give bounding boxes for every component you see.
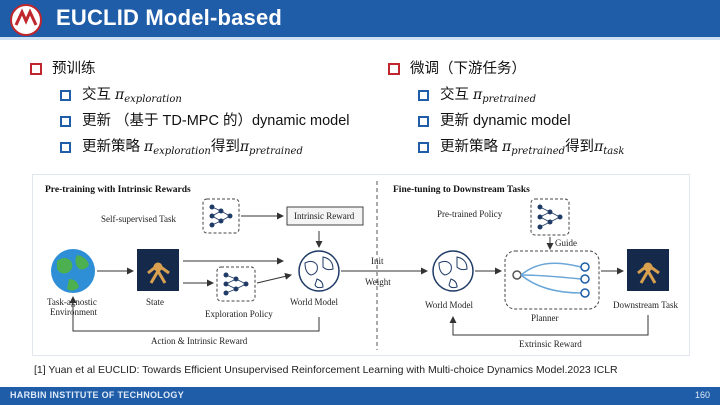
self-supervised-label: Self-supervised Task [101, 214, 176, 224]
exploration-policy-network-icon [216, 266, 256, 302]
item-text: 交互 [82, 87, 116, 103]
environment-label-line1: Task-agnostic [47, 297, 97, 307]
policy-symbol: πpretrained [239, 139, 303, 157]
citation: [1] Yuan et al EUCLID: Towards Efficient… [34, 364, 618, 376]
pretrain-item: 更新策略 πexploration得到πpretrained [30, 136, 360, 162]
neural-net-icon [209, 204, 233, 228]
finetune-item: 更新策略 πpretrained得到πtask [388, 136, 718, 162]
pretrain-section-title: Pre-training with Intrinsic Rewards [45, 185, 191, 195]
square-bullet-icon [418, 142, 429, 153]
hit-logo-icon [10, 4, 42, 36]
environment-label-line2: Environment [50, 307, 97, 317]
finetune-item: 更新 dynamic model [388, 110, 718, 136]
planner-box [504, 250, 600, 310]
euclid-framework-diagram: Pre-training with Intrinsic Rewards Fine… [32, 174, 690, 356]
pretrained-policy-label: Pre-trained Policy [437, 209, 503, 219]
downstream-task-label: Downstream Task [613, 300, 678, 310]
item-text: 交互 [440, 87, 474, 103]
pretrain-item: 交互 πexploration [30, 84, 360, 110]
feedback-arrow [69, 296, 320, 332]
institution-name: HARBIN INSTITUTE OF TECHNOLOGY [10, 390, 184, 400]
exploration-policy-label: Exploration Policy [205, 309, 273, 319]
world-model-icon [432, 250, 474, 292]
policy-symbol: πtask [594, 139, 625, 157]
neural-net-icon [223, 272, 249, 296]
arrow [256, 272, 292, 284]
pretrain-heading: 预训练 [30, 58, 360, 84]
globe-icon [51, 249, 95, 293]
item-tail: 得到 [565, 139, 595, 155]
policy-symbol: πpretrained [473, 87, 537, 105]
pretrain-item: 更新 （基于 TD-MPC 的）dynamic model [30, 110, 360, 136]
slide-footer: HARBIN INSTITUTE OF TECHNOLOGY 160 [0, 387, 720, 405]
policy-symbol: πexploration [115, 87, 182, 105]
slide-title: EUCLID Model-based [56, 5, 283, 30]
item-text: 更新 dynamic model [440, 113, 571, 129]
world-model-label-right: World Model [425, 300, 474, 310]
pretrain-heading-text: 预训练 [52, 61, 96, 77]
guide-label: Guide [555, 238, 577, 248]
square-bullet-icon [60, 90, 71, 101]
square-bullet-icon [388, 63, 400, 75]
square-bullet-icon [418, 90, 429, 101]
finetune-item: 交互 πpretrained [388, 84, 718, 110]
planner-label: Planner [531, 313, 559, 323]
extrinsic-feedback-arrow [449, 315, 649, 336]
finetune-column: 微调（下游任务） 交互 πpretrained 更新 dynamic model… [388, 58, 718, 162]
self-supervised-network-icon [202, 198, 240, 234]
ant-robot-icon [637, 262, 660, 284]
intrinsic-reward-label: Intrinsic Reward [294, 211, 355, 221]
init-label: Init [371, 256, 384, 266]
pretrain-column: 预训练 交互 πexploration 更新 （基于 TD-MPC 的）dyna… [30, 58, 360, 162]
ant-robot-icon [147, 262, 170, 284]
intrinsic-reward-box [286, 206, 364, 226]
item-text: 更新策略 [440, 139, 503, 155]
item-text: 更新策略 [82, 139, 145, 155]
item-tail: 得到 [210, 139, 240, 155]
extrinsic-reward-label: Extrinsic Reward [519, 339, 582, 349]
page-number: 160 [694, 390, 710, 400]
state-label: State [146, 297, 164, 307]
world-model-label: World Model [290, 297, 339, 307]
planner-trajectories-icon [512, 262, 590, 298]
pretrained-policy-network-icon [530, 198, 570, 236]
action-reward-label: Action & Intrinsic Reward [151, 336, 248, 346]
weight-label: Weight [365, 277, 391, 287]
neural-net-icon [537, 204, 563, 230]
square-bullet-icon [60, 142, 71, 153]
square-bullet-icon [418, 116, 429, 127]
finetune-section-title: Fine-tuning to Downstream Tasks [393, 185, 530, 195]
header-divider [0, 37, 720, 40]
finetune-heading: 微调（下游任务） [388, 58, 718, 84]
policy-symbol: πpretrained [502, 139, 566, 157]
item-text: 更新 （基于 TD-MPC 的）dynamic model [82, 113, 350, 129]
square-bullet-icon [60, 116, 71, 127]
world-model-icon [298, 250, 340, 292]
finetune-heading-text: 微调（下游任务） [410, 61, 526, 77]
policy-symbol: πexploration [144, 139, 211, 157]
square-bullet-icon [30, 63, 42, 75]
slide-header: EUCLID Model-based [0, 0, 720, 40]
